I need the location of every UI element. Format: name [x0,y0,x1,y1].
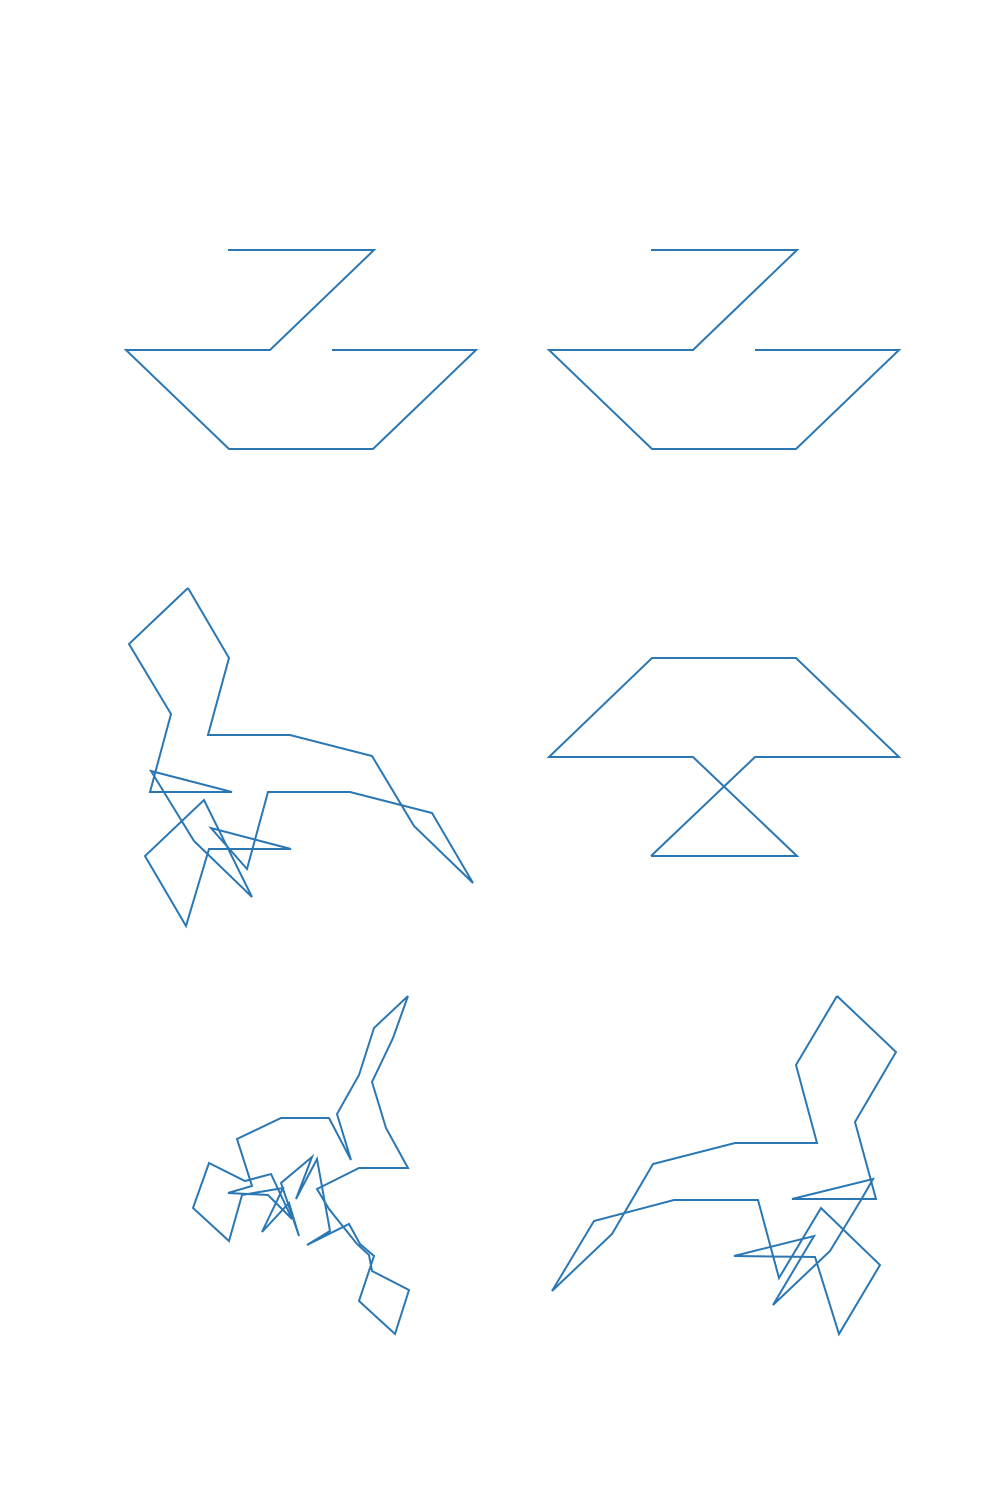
panel-6-polyline [551,995,898,1337]
panel-2-outline [546,249,902,450]
panel-1-polyline [123,249,479,450]
panel-3-outline [127,587,474,929]
panel-2-polyline [546,249,902,450]
panel-5-outline [191,995,411,1336]
panel-1-outline [123,249,479,450]
panel-4-polyline [546,657,902,857]
panel-5-polyline [191,995,411,1336]
panel-3-polyline [127,587,474,929]
panel-4-outline [546,657,902,857]
panel-6-outline [551,995,898,1337]
